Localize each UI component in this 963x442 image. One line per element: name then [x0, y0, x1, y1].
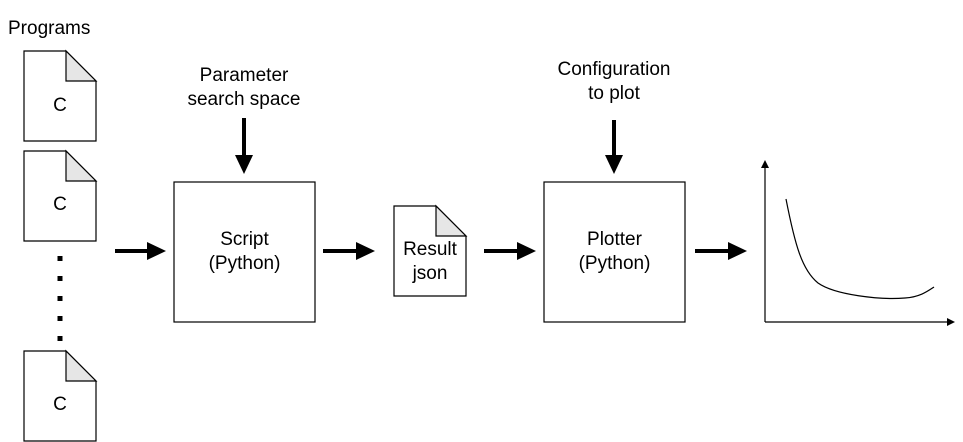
script-label-line2: (Python) [208, 253, 281, 274]
parameter-label-line2: search space [187, 89, 301, 110]
plotter-box-label: Plotter (Python) [544, 228, 685, 276]
script-label-line1: Script [220, 229, 269, 250]
result-label-line1: Result [403, 239, 457, 260]
line-plot-icon [761, 160, 955, 326]
program-file-1-icon [23, 49, 98, 142]
program-file-1-label: C [53, 95, 67, 116]
arrow-config-to-plotter-icon [605, 120, 623, 174]
program-file-2-label: C [53, 194, 67, 215]
programs-title: Programs [8, 18, 91, 39]
arrow-result-to-plotter-icon [484, 242, 536, 260]
config-label-line2: to plot [588, 83, 640, 104]
config-label-line1: Configuration [557, 59, 671, 80]
plotter-label-line1: Plotter [587, 229, 642, 250]
result-file-label: Result json [390, 238, 470, 286]
plotter-box [543, 181, 686, 323]
program-file-3-icon [23, 349, 98, 442]
script-box [173, 181, 316, 323]
script-box-label: Script (Python) [174, 228, 315, 276]
parameter-label-line1: Parameter [199, 65, 289, 86]
arrow-plotter-to-plot-icon [695, 242, 747, 260]
parameter-search-space-label: Parameter search space [164, 64, 324, 112]
arrow-script-to-result-icon [323, 242, 375, 260]
configuration-to-plot-label: Configuration to plot [524, 58, 704, 106]
result-file-icon [393, 204, 468, 297]
program-file-2-icon [23, 149, 98, 242]
arrow-programs-to-script-icon [115, 242, 166, 260]
program-file-3-label: C [53, 394, 67, 415]
plotter-label-line2: (Python) [578, 253, 651, 274]
arrow-params-to-script-icon [235, 118, 253, 174]
result-label-line2: json [412, 263, 448, 284]
